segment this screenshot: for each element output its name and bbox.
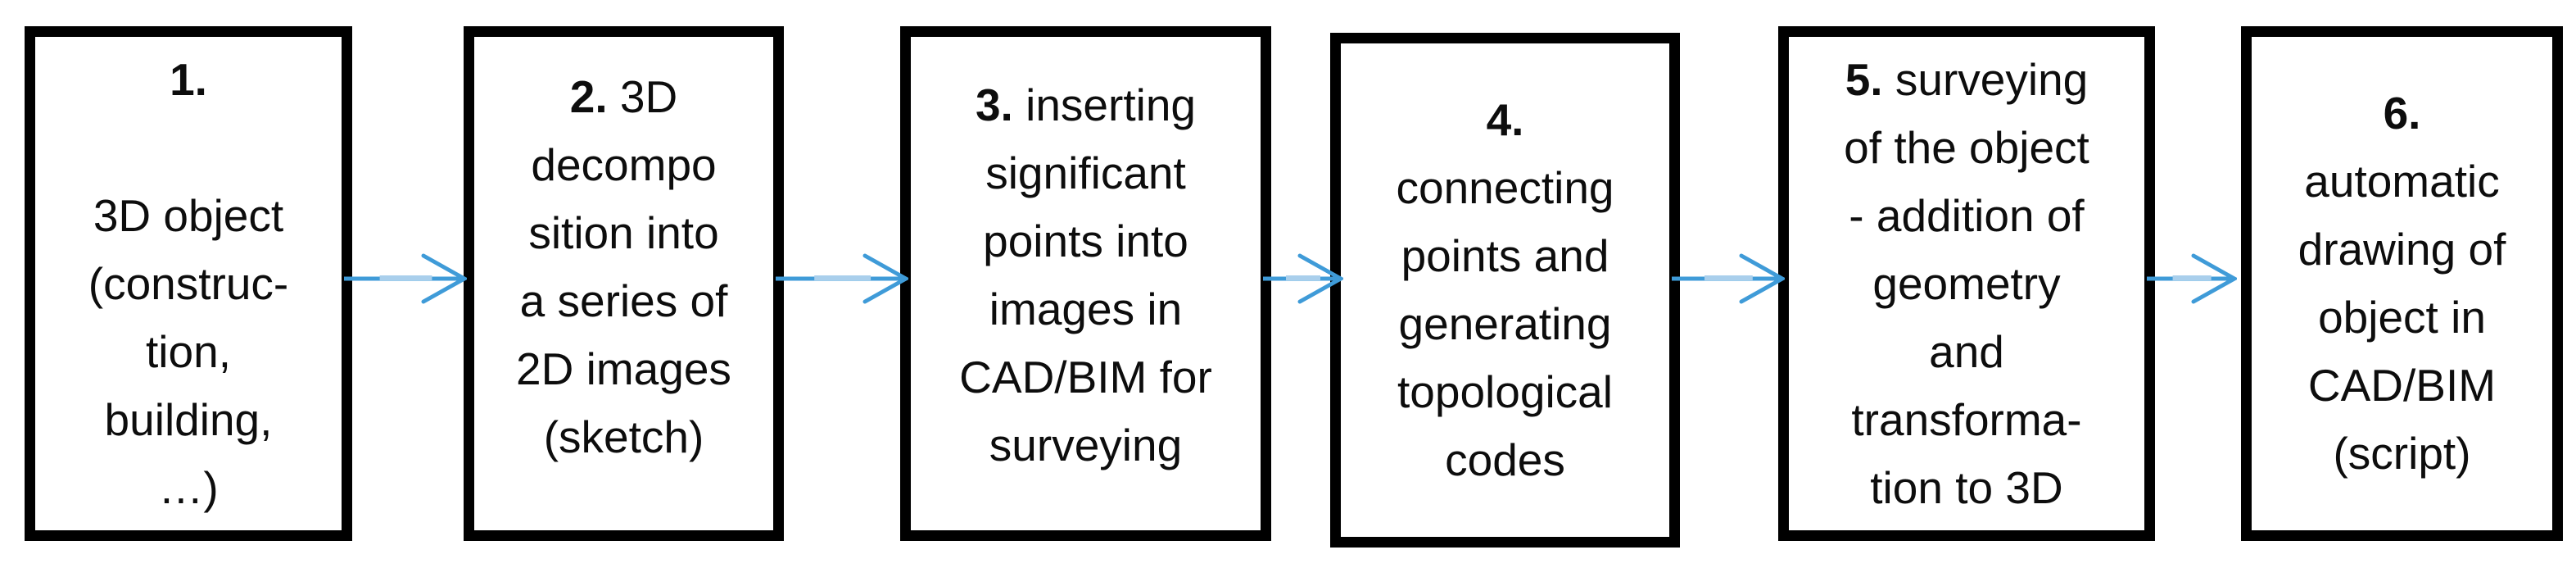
- step-box-5: 5. surveying of the object - addition of ge…: [1778, 26, 2155, 541]
- step-text-line: CAD/BIM: [2307, 360, 2497, 411]
- step-text-line: CAD/BIM for: [959, 352, 1212, 402]
- step-text-line: 3D object: [93, 189, 284, 241]
- step-first-line: 5. surveying: [1845, 53, 2089, 105]
- flow-arrow-icon: [2145, 244, 2239, 313]
- step-text-line: a series of: [519, 275, 728, 326]
- step-number: 4.: [1486, 94, 1524, 145]
- step-text-line: - addition of: [1849, 189, 2085, 241]
- step-box-6: 6. automatic drawing of object in CAD/BIM (sc…: [2241, 26, 2563, 541]
- step-text-line: tion to 3D: [1870, 461, 2063, 513]
- step-text-line: geometry: [1872, 257, 2061, 309]
- step-box-1: 1. 3D object (construc-tion, building, …): [25, 26, 352, 541]
- step-box-3: 3. inserting significant points into images…: [900, 26, 1271, 541]
- step-text-line: surveying: [989, 420, 1183, 470]
- step-text-line: …): [158, 461, 219, 513]
- step-text-line: connecting: [1396, 162, 1614, 213]
- step-first-line: 1.: [170, 46, 207, 114]
- flow-arrow-icon: [342, 244, 469, 313]
- blank-line: [182, 114, 194, 182]
- step-text-line: generating: [1398, 298, 1612, 349]
- step-text-line: points into: [983, 216, 1188, 266]
- step-number: 2.: [569, 71, 608, 122]
- step-text-line: codes: [1445, 434, 1565, 485]
- step-text-line: automatic: [2304, 156, 2500, 207]
- step-text-line: drawing of: [2298, 224, 2506, 275]
- step-text-line: and: [1929, 325, 2004, 377]
- step-text-line: transforma-: [1851, 393, 2082, 445]
- step-text-line: topological: [1397, 366, 1613, 417]
- step-number: 6.: [2383, 88, 2421, 139]
- step-first-line: 2. 3D: [569, 71, 678, 122]
- step-first-line: 4.: [1487, 86, 1524, 154]
- step-number: 5.: [1845, 53, 1883, 105]
- step-text-line: (sketch): [543, 411, 704, 462]
- flow-arrow-icon: [774, 244, 911, 313]
- step-first-line: 3. inserting: [975, 80, 1197, 130]
- step-text-line: (script): [2333, 428, 2471, 479]
- step-first-line: 6.: [2384, 80, 2421, 148]
- step-text-line: significant: [985, 148, 1186, 198]
- step-number: 1.: [170, 53, 207, 105]
- step-text-line: building,: [104, 393, 273, 445]
- step-text-line: (construc-: [88, 257, 289, 309]
- step-text-line: tion,: [146, 325, 231, 377]
- step-box-4: 4. connecting points and generating topologi…: [1330, 33, 1680, 548]
- step-text-line: points and: [1401, 230, 1609, 281]
- step-text-line: images in: [989, 284, 1183, 334]
- step-box-2: 2. 3D decompo sition into a series of 2D ima…: [464, 26, 784, 541]
- flow-arrow-icon: [1670, 244, 1787, 313]
- step-number: 3.: [975, 80, 1013, 130]
- step-text-line: sition into: [528, 207, 719, 258]
- step-text-line: object in: [2318, 292, 2486, 343]
- step-text-line: of the object: [1844, 121, 2089, 173]
- flow-arrow-icon: [1261, 244, 1346, 313]
- step-text-line: 2D images: [516, 343, 731, 394]
- step-text-line: decompo: [531, 139, 717, 190]
